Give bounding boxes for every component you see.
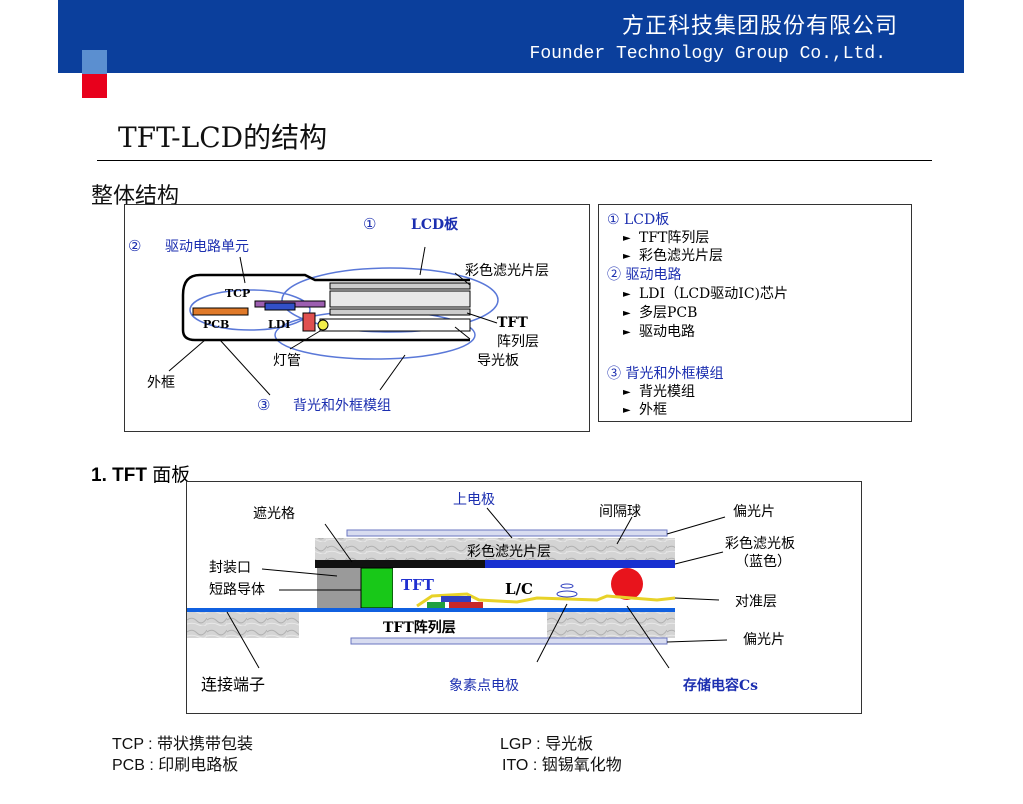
- lamp-label: 灯管: [273, 353, 301, 369]
- outer-frame-shape: [181, 273, 470, 342]
- blue-label: （蓝色）: [735, 553, 791, 570]
- top-glass: [315, 538, 675, 560]
- lamp-tube: [317, 319, 329, 331]
- blue-color-filter: [485, 560, 675, 568]
- section-panel-prefix: 1. TFT: [91, 465, 147, 486]
- alignment-label: 对准层: [735, 594, 777, 610]
- light-guide-layer: [319, 318, 471, 332]
- bottom-electrode-line: [187, 608, 675, 612]
- terminal-label: 连接端子: [201, 675, 265, 694]
- tft-array-label: TFT阵列层: [383, 619, 456, 636]
- legend-head-drive: ② 驱动电路: [607, 267, 682, 283]
- spacer-label: 间隔球: [599, 504, 641, 520]
- bottom-polarizer: [350, 637, 668, 645]
- lc-layer: [329, 290, 471, 308]
- abbr-tcp: TCP : 带状携带包装: [112, 736, 254, 753]
- color-filter-plate-label: 彩色滤光板: [725, 535, 795, 552]
- seal-area: [317, 568, 361, 608]
- structure-legend: ① LCD板 TFT阵列层 彩色滤光片层 ② 驱动电路 LDI（LCD驱动IC)…: [598, 204, 912, 422]
- tft-panel-diagram: 遮光格 上电极 间隔球 偏光片 彩色滤光片层 彩色滤光板 （蓝色） 封装口 短路…: [186, 481, 862, 714]
- color-filter-layer-label: 彩色滤光片层: [467, 543, 551, 560]
- header-bar: 方正科技集团股份有限公司 Founder Technology Group Co…: [58, 0, 964, 73]
- overall-structure-diagram: ① LCD板 ② 驱动电路单元 彩色滤光片层 TCP PCB LDI TFT 阵…: [124, 204, 590, 432]
- drive-unit-ellipse: [189, 289, 311, 331]
- lc-label: L/C: [505, 580, 533, 598]
- spacer-ball: [611, 568, 643, 600]
- tft-gate: [441, 596, 471, 602]
- legend-item: LDI（LCD驱动IC)芯片: [621, 285, 788, 304]
- legend-item: 背光模组: [621, 383, 695, 402]
- pcb-label: PCB: [203, 318, 229, 331]
- legend-head-backlight: ③ 背光和外框模组: [607, 366, 724, 382]
- color-filter-label: 彩色滤光片层: [465, 262, 549, 279]
- drive-unit-label: 驱动电路单元: [165, 239, 249, 255]
- company-name-cn: 方正科技集团股份有限公司: [621, 14, 898, 39]
- logo-square-blue: [82, 50, 107, 74]
- legend-item: TFT阵列层: [621, 229, 709, 248]
- short-conductor: [360, 567, 394, 609]
- tft-drain: [449, 602, 483, 608]
- legend-item: 驱动电路: [621, 323, 695, 342]
- tft-label: TFT: [497, 315, 528, 331]
- abbr-pcb: PCB : 印刷电路板: [112, 757, 239, 774]
- black-matrix-label: 遮光格: [253, 506, 295, 522]
- tft-array-layer: [329, 308, 471, 316]
- alignment-layer: [416, 592, 676, 608]
- bottom-glass-left: [187, 612, 299, 638]
- lcd-board-ellipse: [281, 267, 499, 333]
- tft-panel-svg: 遮光格 上电极 间隔球 偏光片 彩色滤光片层 彩色滤光板 （蓝色） 封装口 短路…: [187, 492, 795, 694]
- top-electrode-label: 上电极: [453, 492, 495, 508]
- black-matrix-layer: [315, 560, 485, 568]
- seal-label: 封装口: [209, 560, 251, 576]
- legend-item: 多层PCB: [621, 304, 697, 323]
- company-name-en: Founder Technology Group Co.,Ltd.: [529, 44, 886, 64]
- section-heading-panel: 1. TFT 面板: [91, 460, 190, 487]
- frame-label: 外框: [147, 375, 175, 391]
- logo-square-red: [82, 74, 107, 98]
- lgp-label: 导光板: [477, 353, 519, 369]
- ldi-chip: [264, 302, 296, 311]
- connector: [302, 312, 316, 332]
- backlight-number: ③: [257, 396, 270, 414]
- tft-label: TFT: [401, 576, 435, 594]
- lcd-board-label: LCD板: [411, 216, 459, 233]
- page-title: TFT-LCD的结构: [118, 121, 328, 154]
- abbr-lgp: LGP : 导光板: [500, 736, 594, 753]
- polarizer-bottom-label: 偏光片: [743, 632, 785, 648]
- legend-item: 外框: [621, 401, 667, 420]
- lc-molecule: [556, 590, 578, 598]
- tcp-label: TCP: [225, 287, 250, 300]
- pcb-board: [192, 307, 249, 316]
- abbr-ito: ITO : 铟锡氧化物: [502, 757, 622, 774]
- drive-unit-number: ②: [128, 237, 141, 255]
- array-label: 阵列层: [497, 334, 539, 350]
- overall-diagram-svg: ① LCD板 ② 驱动电路单元 彩色滤光片层 TCP PCB LDI TFT 阵…: [128, 215, 549, 414]
- legend-head-lcd: ① LCD板: [607, 212, 670, 228]
- color-filter-layer: [329, 282, 471, 290]
- title-divider: [97, 160, 932, 161]
- short-conductor-label: 短路导体: [209, 582, 265, 598]
- storage-cap-label: 存储电容Cs: [683, 677, 758, 694]
- tft-source: [427, 602, 445, 608]
- bottom-glass-right: [547, 612, 675, 638]
- section-panel-suffix: 面板: [152, 464, 191, 486]
- backlight-label: 背光和外框模组: [293, 398, 391, 414]
- polarizer-top-label: 偏光片: [733, 504, 775, 520]
- ldi-label: LDI: [268, 318, 290, 331]
- lcd-board-number: ①: [363, 215, 376, 233]
- legend-item: 彩色滤光片层: [621, 247, 723, 266]
- top-polarizer: [346, 529, 668, 537]
- pixel-electrode-label: 象素点电极: [449, 678, 519, 694]
